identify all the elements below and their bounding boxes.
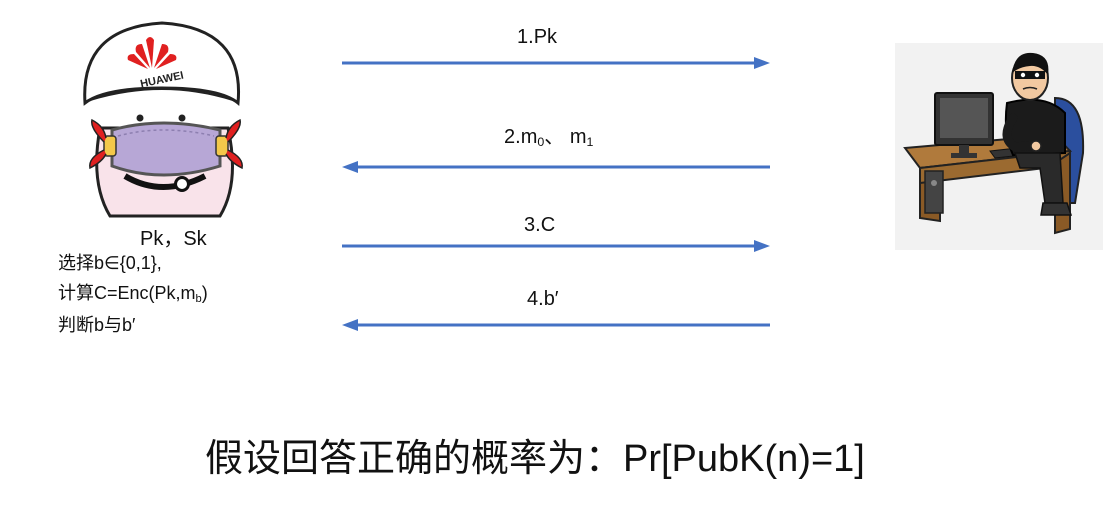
huawei-character-illustration: HUAWEI: [83, 21, 243, 218]
arrow-4-head: [342, 319, 358, 331]
attacker-at-computer-illustration: [895, 43, 1103, 250]
sender-step-judge: 判断b与b′: [58, 315, 136, 335]
arrow-4-label: 4.b′: [527, 288, 559, 310]
arrow-2-label: 2.m0、 m1: [504, 126, 594, 150]
probability-caption: 假设回答正确的概率为：Pr[PubK(n)=1]: [205, 438, 865, 480]
arrow-1-head: [754, 57, 770, 69]
arrow-2-head: [342, 161, 358, 173]
arrow-1-label: 1.Pk: [517, 26, 558, 48]
arrow-3-label: 3.C: [524, 214, 556, 236]
sender-step-choose-b: 选择b∈{0,1},: [58, 253, 162, 273]
arrow-3-head: [754, 240, 770, 252]
sender-keys: Pk，Sk: [140, 228, 207, 250]
sender-step-encrypt: 计算C=Enc(Pk,mb): [58, 283, 208, 305]
